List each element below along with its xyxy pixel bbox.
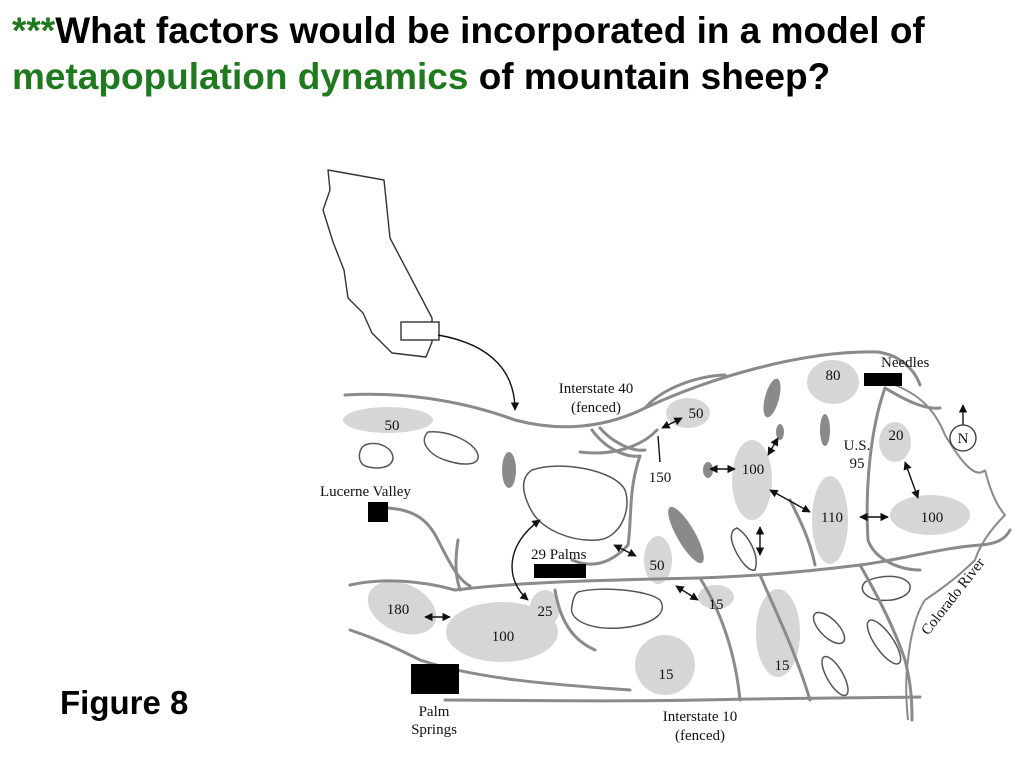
population-label: 50	[385, 418, 400, 434]
population-label: 80	[826, 368, 841, 384]
patch-100-south	[446, 602, 558, 662]
patch-15-southeast	[756, 589, 800, 677]
title-highlight: metapopulation dynamics	[12, 56, 469, 97]
mid-highway	[453, 528, 1012, 592]
lucerne-valley-town-marker	[368, 502, 388, 522]
needles-town-marker	[864, 373, 902, 386]
population-label: 150	[649, 470, 672, 486]
title-part-2: of mountain sheep?	[468, 56, 831, 97]
population-label: 15	[659, 667, 674, 683]
colorado-river-line	[905, 469, 1007, 721]
population-label: 100	[742, 462, 765, 478]
movement-arrows	[424, 417, 920, 622]
population-label: 50	[650, 558, 665, 574]
figure-label: Figure 8	[60, 684, 189, 721]
population-label: 100	[921, 510, 944, 526]
lucerne-valley-label: Lucerne Valley	[320, 484, 411, 500]
population-label: 15	[709, 597, 724, 613]
compass-circle	[949, 424, 977, 452]
patch-80	[807, 360, 859, 404]
patch-100-center	[732, 440, 772, 520]
us-95-label-line-2: 95	[850, 456, 865, 472]
population-label: 25	[538, 604, 553, 620]
inset-pointer-arrow	[437, 334, 520, 411]
patch-50-palms	[644, 536, 672, 584]
title-stars: ***	[12, 10, 56, 51]
interstate-10-road	[443, 695, 922, 703]
patch-15-south	[635, 635, 695, 695]
interstate-40-label-line-1: Interstate 40	[559, 381, 634, 397]
twenty-nine-palms-label: 29 Palms	[531, 547, 587, 563]
needles-label: Needles	[881, 355, 929, 371]
california-outline	[322, 169, 433, 358]
title-part-1: What factors would be incorporated in a …	[55, 10, 925, 51]
compass-label: N	[958, 431, 969, 447]
population-label: 15	[775, 658, 790, 674]
population-label: 100	[492, 629, 515, 645]
patch-20	[879, 422, 911, 462]
interstate-10-label-line-1: Interstate 10	[663, 709, 738, 725]
population-labels: 80 50 50 20 150 100 110 100 50 25 15 180…	[385, 368, 944, 683]
patch-110	[812, 476, 848, 564]
us-95-label-line-1: U.S.	[844, 438, 871, 454]
patch-180	[367, 581, 437, 635]
population-label: 180	[387, 602, 410, 618]
palm-springs-label-line-1: Palm	[419, 704, 450, 720]
road-network	[343, 350, 1012, 722]
dark-patches	[502, 378, 830, 564]
palm-springs-label-line-2: Springs	[411, 722, 457, 738]
interstate-40-label-line-2: (fenced)	[571, 400, 621, 416]
population-label: 20	[889, 428, 904, 444]
patch-100-east	[890, 495, 970, 535]
habitat-patches	[343, 360, 970, 695]
interstate-10-label-line-2: (fenced)	[675, 728, 725, 744]
twenty-nine-palms-town-marker	[534, 564, 586, 578]
population-label: 110	[821, 510, 843, 526]
population-label: 50	[689, 406, 704, 422]
place-labels: Needles Lucerne Valley 29 Palms Palm Spr…	[320, 355, 988, 744]
palm-springs-town-marker	[411, 664, 459, 694]
us-95-road	[865, 386, 922, 572]
patch-50-west	[343, 407, 433, 433]
lake-outlines	[358, 431, 911, 697]
slide-title: ***What factors would be incorporated in…	[12, 8, 1012, 100]
inset-region-box	[400, 321, 440, 341]
